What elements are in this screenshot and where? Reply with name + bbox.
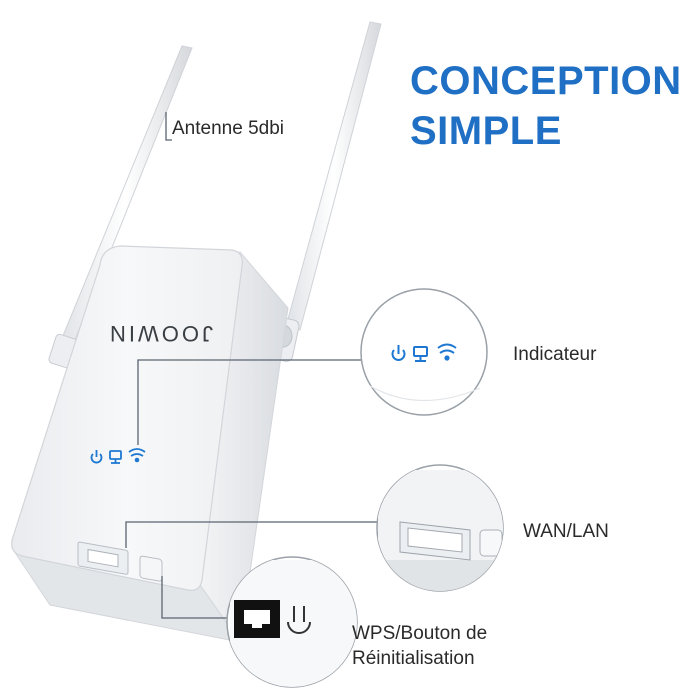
antenna-label: Antenne 5dbi (172, 118, 284, 139)
headline: CONCEPTION SIMPLE (410, 56, 682, 156)
wps-zoom-circle (226, 556, 358, 688)
wps-label-line-2: Réinitialisation (352, 648, 475, 669)
indicator-zoom-circle (360, 288, 488, 416)
wanlan-zoom-circle (376, 464, 504, 592)
device-ports (77, 541, 163, 582)
headline-line-1: CONCEPTION (410, 59, 682, 103)
device-led-icons (90, 448, 146, 464)
wps-label: WPS/Bouton de Réinitialisation (352, 621, 487, 671)
leader-lines (125, 112, 380, 619)
brand-logo: JOOWIN (107, 321, 213, 346)
indicator-label: Indicateur (513, 344, 597, 365)
wps-label-line-1: WPS/Bouton de (352, 623, 488, 644)
wanlan-label: WAN/LAN (523, 521, 609, 542)
headline-line-2: SIMPLE (410, 109, 562, 153)
